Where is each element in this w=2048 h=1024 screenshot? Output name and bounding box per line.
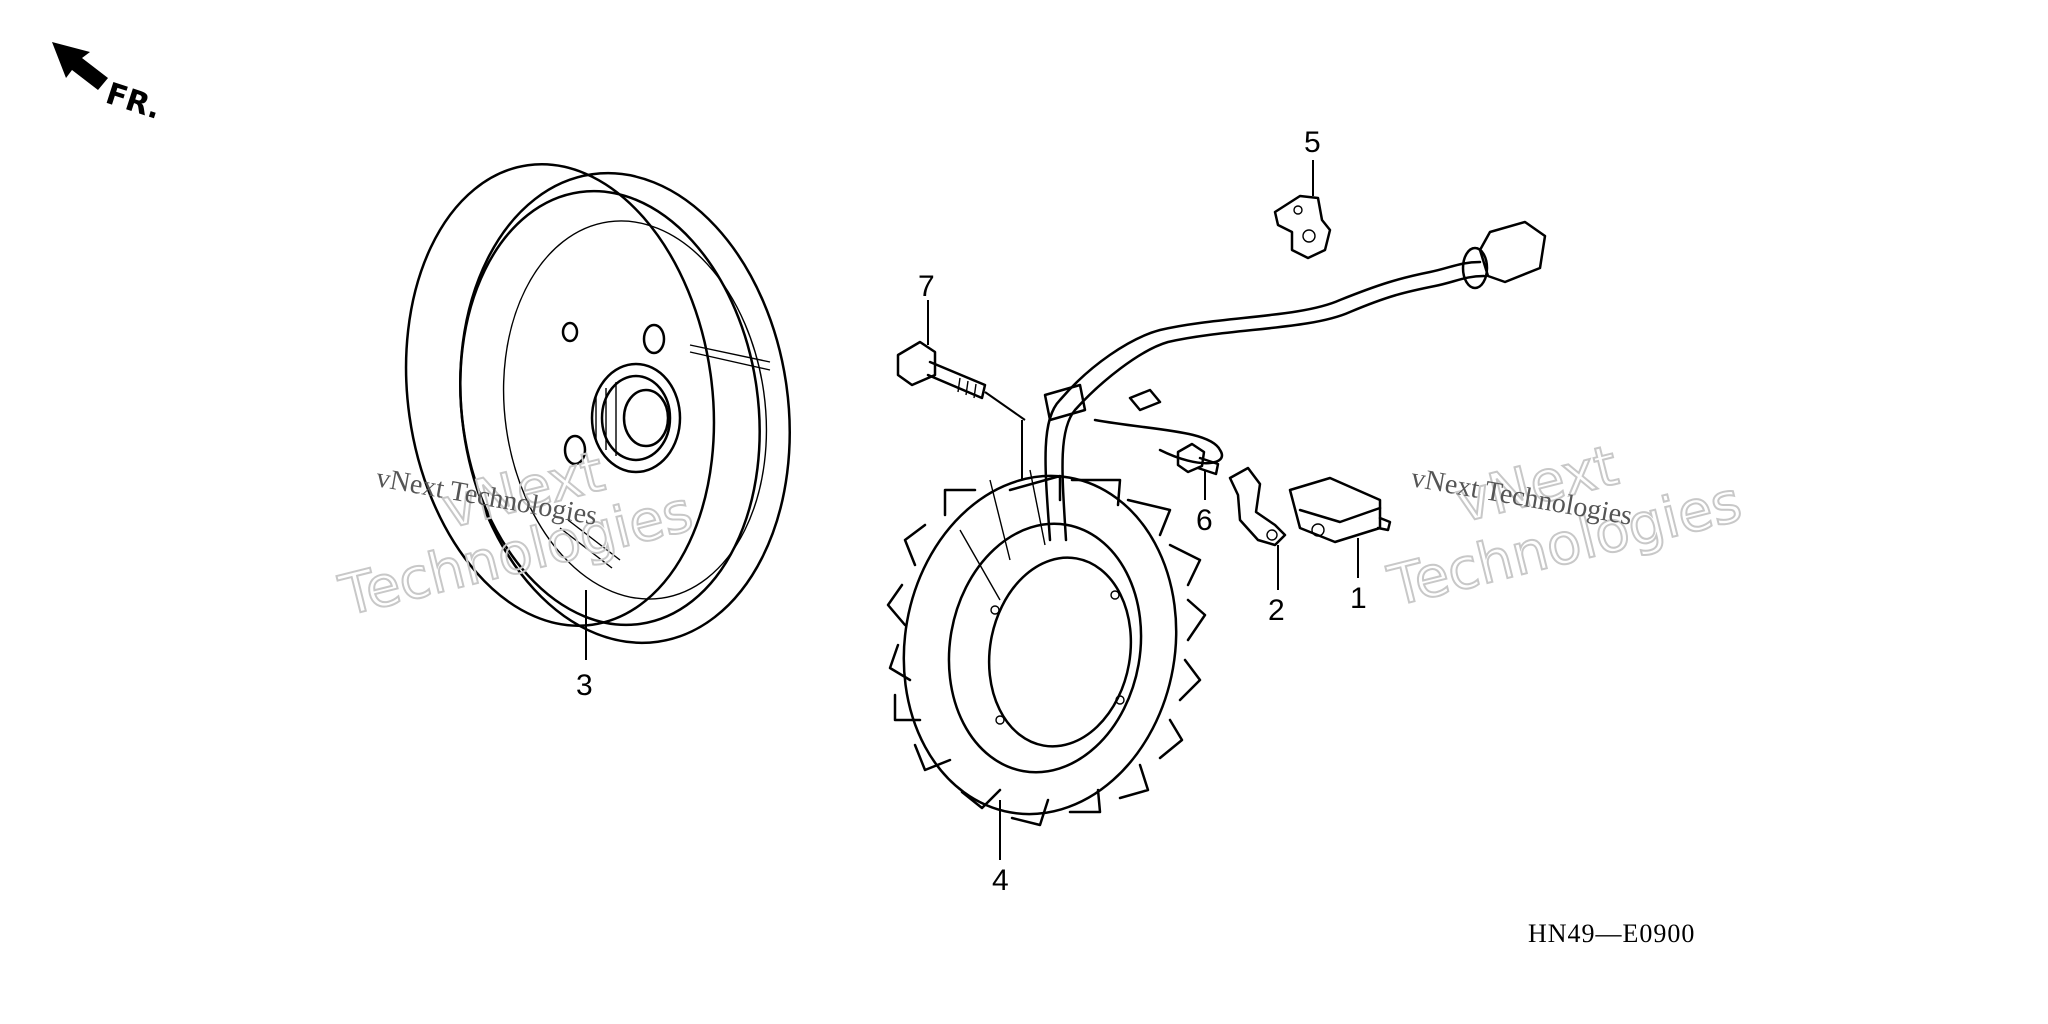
watermark-right: vNext Technologies vNext Technologies	[1381, 432, 1749, 621]
front-direction-indicator: FR.	[52, 42, 165, 127]
callout-3: 3	[576, 669, 593, 702]
callout-6: 6	[1196, 504, 1213, 537]
callout-7: 7	[918, 270, 935, 303]
leader-7b	[984, 391, 1026, 421]
small-bolt	[1176, 442, 1220, 476]
callout-1: 1	[1350, 582, 1367, 615]
bolt	[896, 340, 987, 400]
flywheel	[404, 163, 791, 645]
stator	[886, 469, 1207, 827]
stator-wire-harness	[1043, 220, 1547, 542]
wire-clip	[1273, 194, 1332, 260]
callout-2: 2	[1268, 594, 1285, 627]
front-label: FR.	[102, 76, 166, 126]
wire-clamp	[1228, 466, 1287, 547]
callout-4: 4	[992, 864, 1009, 897]
diagram-code: HN49—E0900	[1528, 919, 1695, 948]
callout-5: 5	[1304, 126, 1321, 159]
front-arrow-icon	[52, 42, 108, 90]
pulser-coil	[1288, 476, 1392, 544]
